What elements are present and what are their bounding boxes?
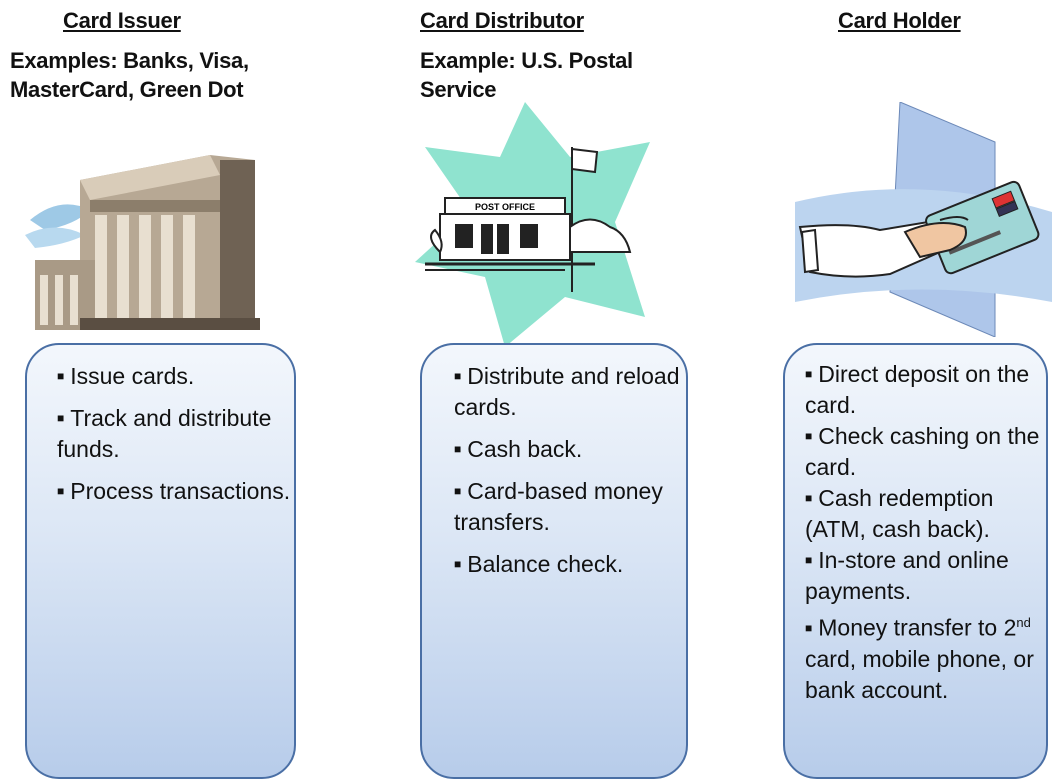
list-item: ■Cash redemption (ATM, cash back).	[805, 485, 994, 542]
card-holder-title: Card Holder	[838, 8, 961, 33]
list-item: ■In-store and online payments.	[805, 547, 1009, 604]
bullet-icon: ■	[57, 369, 65, 383]
list-item: ■Issue cards.	[57, 363, 195, 389]
bullet-icon: ■	[805, 620, 813, 635]
card-issuer-examples: Examples: Banks, Visa, MasterCard, Green…	[10, 48, 249, 102]
bullet-icon: ■	[454, 442, 462, 456]
list-item: ■Money transfer to 2nd card, mobile phon…	[805, 614, 1034, 703]
bullet-icon: ■	[454, 369, 462, 383]
post-office-icon: POST OFFICE	[415, 102, 650, 352]
list-item: ■Process transactions.	[57, 478, 291, 504]
list-item: ■Cash back.	[454, 436, 583, 462]
list-item: ■Balance check.	[454, 551, 624, 577]
list-item: ■Direct deposit on the card.	[805, 361, 1030, 418]
bank-building-icon	[20, 140, 270, 340]
card-holder-box: ■Direct deposit on the card. ■Check cash…	[783, 343, 1048, 779]
list-item: ■Card-based money transfers.	[454, 478, 663, 535]
card-distributor-title: Card Distributor	[420, 8, 584, 33]
bullet-icon: ■	[805, 429, 813, 443]
bullet-icon: ■	[57, 484, 65, 498]
bullet-icon: ■	[454, 484, 462, 498]
list-item: ■Check cashing on the card.	[805, 423, 1040, 480]
hand-holding-card-icon	[790, 101, 1052, 342]
bullet-icon: ■	[805, 367, 813, 381]
card-distributor-examples: Example: U.S. Postal Service	[420, 48, 633, 102]
bullet-icon: ■	[805, 491, 813, 505]
list-item: ■Distribute and reload cards.	[454, 363, 680, 420]
list-item: ■Track and distribute funds.	[57, 405, 272, 462]
post-office-sign: POST OFFICE	[475, 202, 535, 212]
bullet-icon: ■	[57, 411, 65, 425]
bullet-icon: ■	[454, 557, 462, 571]
bullet-icon: ■	[805, 553, 813, 567]
card-issuer-box: ■Issue cards. ■Track and distribute fund…	[25, 343, 296, 779]
card-issuer-title: Card Issuer	[63, 8, 181, 33]
card-distributor-box: ■Distribute and reload cards. ■Cash back…	[420, 343, 688, 779]
